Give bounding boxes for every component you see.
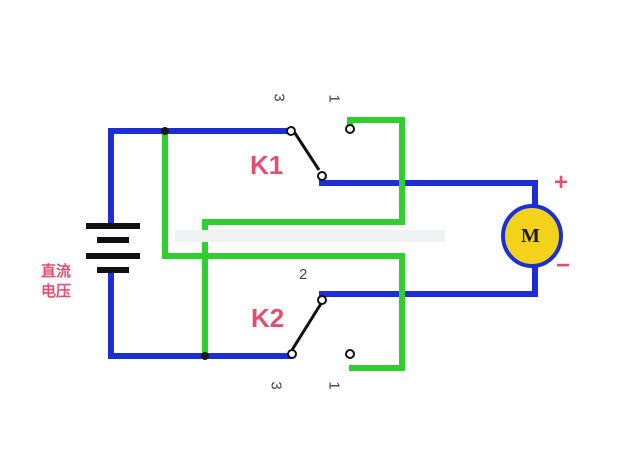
wire-battery-bottom xyxy=(108,273,293,359)
battery-icon xyxy=(86,223,140,273)
wire-green-b xyxy=(202,117,405,359)
k2-lever xyxy=(290,301,324,351)
motor-label: M xyxy=(521,225,540,247)
k1-terminal-1-label: 1 xyxy=(325,94,343,103)
k1-contact-2 xyxy=(317,171,327,181)
motor-icon xyxy=(501,204,563,268)
wire-green-a xyxy=(162,128,405,371)
motor-minus-label: − xyxy=(556,252,571,279)
k1-contact-1 xyxy=(345,124,355,134)
k2-contact-2 xyxy=(317,295,327,305)
k1-lever xyxy=(289,126,321,171)
wire-battery-top xyxy=(108,128,293,225)
wire-k1-to-motor xyxy=(319,180,538,211)
junction-dot xyxy=(201,352,209,360)
k2-contact-3 xyxy=(287,349,297,359)
motor-plus-label: + xyxy=(554,169,569,196)
k1-terminal-3-label: 3 xyxy=(270,93,288,102)
k1-contact-3 xyxy=(286,126,296,136)
wire-motor-to-k2 xyxy=(319,259,538,297)
k2-terminal-2-label: 2 xyxy=(299,266,308,283)
switch-k1 xyxy=(286,124,355,181)
switch-k2 xyxy=(287,295,355,359)
scan-band xyxy=(175,230,445,242)
k2-contact-1 xyxy=(345,349,355,359)
switch-k1-label: K1 xyxy=(250,150,284,180)
k2-terminal-3-label: 3 xyxy=(267,381,285,390)
k2-terminal-1-label: 1 xyxy=(325,381,343,390)
source-label-line1: 直流 xyxy=(41,262,72,280)
junction-dot xyxy=(161,127,169,135)
switch-k2-label: K2 xyxy=(251,303,285,333)
source-label-line2: 电压 xyxy=(41,282,72,300)
